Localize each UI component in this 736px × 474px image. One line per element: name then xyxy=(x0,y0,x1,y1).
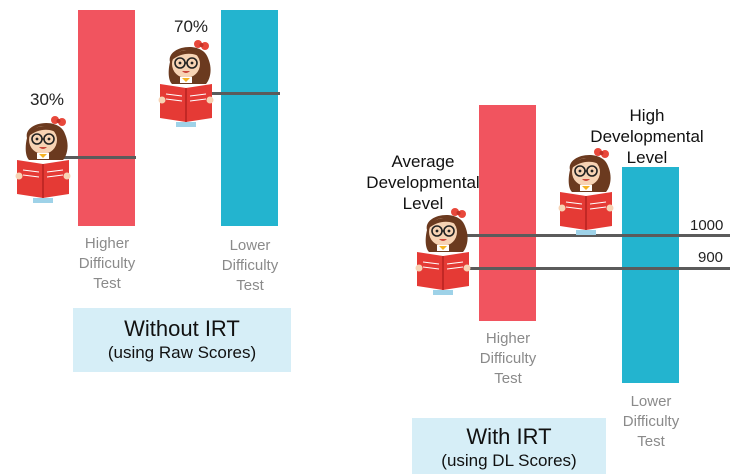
left-percent-low: 70% xyxy=(174,17,209,36)
left-higher-difficulty-bar xyxy=(78,10,135,226)
right-score-line-1000 xyxy=(452,234,730,237)
right-lower-difficulty-label: Lower Difficulty Test xyxy=(622,393,680,450)
left-percent-high: 30% xyxy=(30,90,65,109)
right-higher-difficulty-bar xyxy=(479,105,536,321)
right-caption-title: With IRT xyxy=(466,424,552,449)
left-score-line-low xyxy=(200,92,280,95)
high-level-label: High Developmental Level xyxy=(590,106,704,167)
average-level-label: Average Developmental Level xyxy=(366,152,480,213)
right-score-line-900 xyxy=(452,267,730,270)
right-caption-subtitle: (using DL Scores) xyxy=(441,451,577,470)
girl-reader-icon xyxy=(158,40,214,128)
left-caption-box: Without IRT (using Raw Scores) xyxy=(73,308,291,372)
girl-reader-icon xyxy=(15,116,71,204)
left-score-line-high xyxy=(60,156,136,159)
girl-reader-icon xyxy=(415,208,471,296)
left-caption-subtitle: (using Raw Scores) xyxy=(107,343,257,362)
left-higher-difficulty-label: Higher Difficulty Test xyxy=(78,235,136,292)
right-higher-difficulty-label: Higher Difficulty Test xyxy=(479,330,537,387)
right-lower-difficulty-bar xyxy=(622,167,679,383)
left-lower-difficulty-label: Lower Difficulty Test xyxy=(221,237,279,294)
left-lower-difficulty-bar xyxy=(221,10,278,226)
girl-reader-icon xyxy=(558,148,614,236)
score-900-label: 900 xyxy=(698,249,724,266)
right-caption-box: With IRT (using DL Scores) xyxy=(412,418,606,474)
score-1000-label: 1000 xyxy=(690,217,724,234)
left-caption-title: Without IRT xyxy=(124,316,240,341)
